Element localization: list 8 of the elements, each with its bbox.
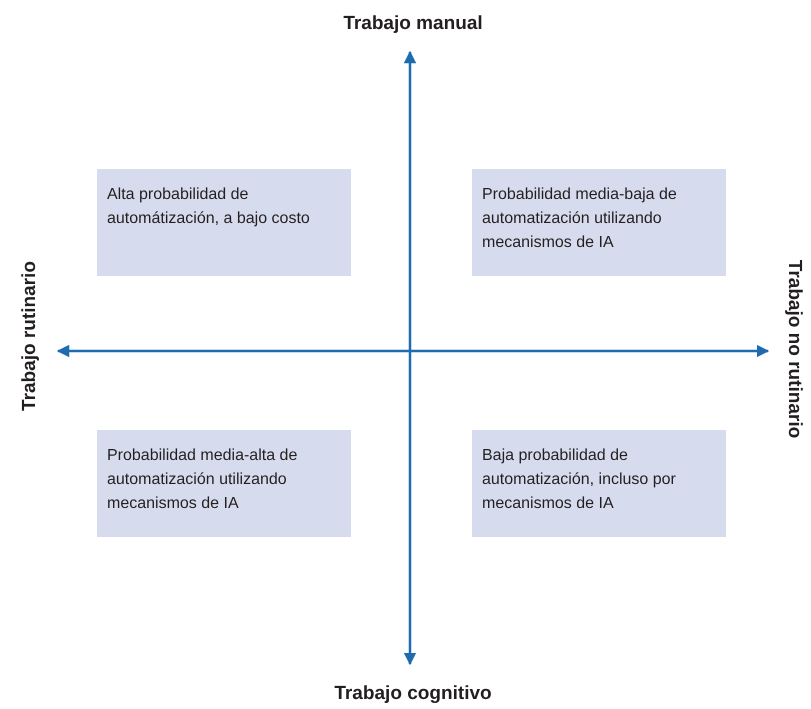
- axis-label: Trabajo manual: [342, 12, 484, 36]
- axis-label: Trabajo rutinario: [18, 261, 41, 411]
- quadrant-box: Probabilidad media-baja de automatización utilizando mecanismos de IA: [472, 169, 726, 276]
- axis-label: Trabajo no rutinario: [783, 260, 806, 438]
- quadrant-box: Alta probabilidad de automátización, a bajo costo: [97, 169, 351, 276]
- axis-label: Trabajo cognitivo: [333, 682, 493, 706]
- quadrant-box: Probabilidad media-alta de automatización utilizando mecanismos de IA: [97, 430, 351, 537]
- quadrant-box: Baja probabilidad de automatización, incluso por mecanismos de IA: [472, 430, 726, 537]
